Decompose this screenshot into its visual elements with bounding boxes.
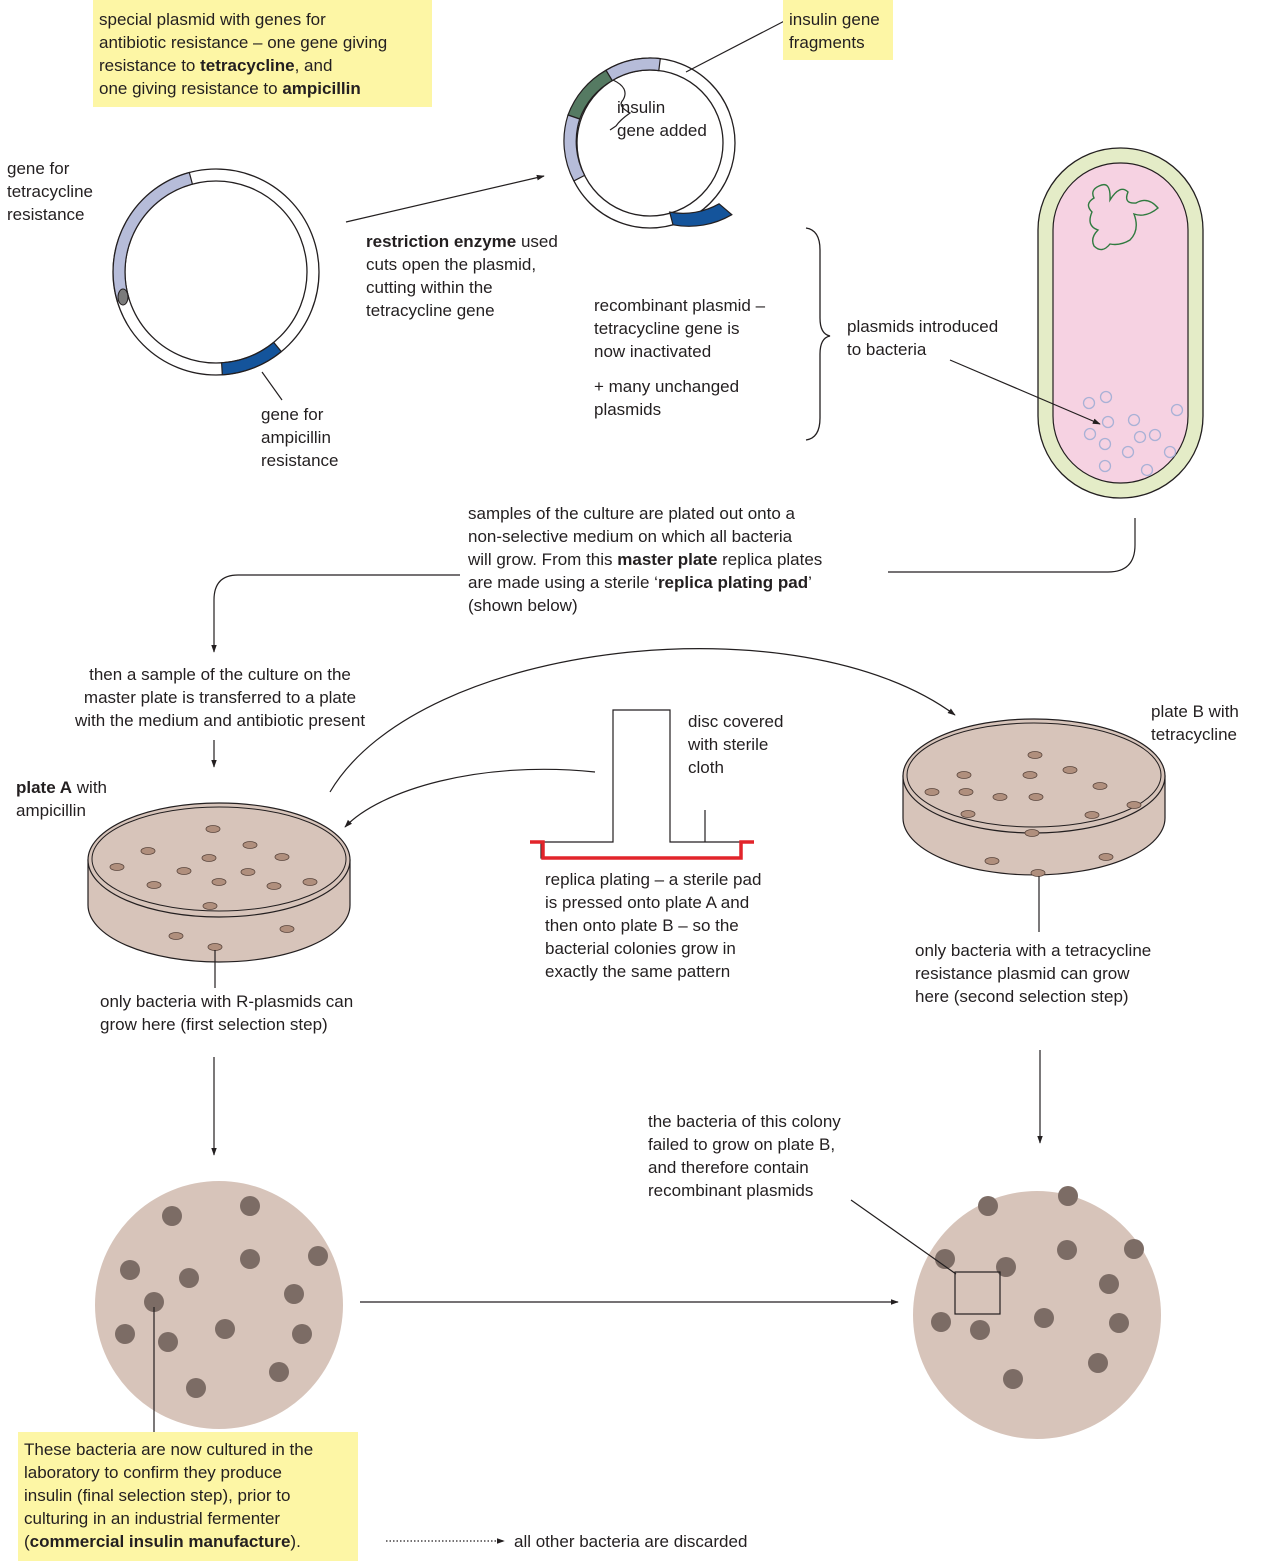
label-cultured: These bacteria are now cultured in the l… [18,1432,358,1561]
label-recombinant: recombinant plasmid – tetracycline gene … [594,294,765,421]
label-discarded: all other bacteria are discarded [514,1530,747,1553]
label-restriction-enzyme: restriction enzyme used cuts open the pl… [366,230,558,322]
label-insulin-fragments: insulin gene fragments [783,0,893,60]
label-introduced: plasmids introduced to bacteria [847,315,998,361]
label-failed: the bacteria of this colony failed to gr… [648,1110,841,1202]
label-plate-b: plate B with tetracycline [1151,700,1239,746]
label-samples: samples of the culture are plated out on… [468,502,822,617]
label-transfer: then a sample of the culture on the mast… [40,663,400,732]
label-ampicillin-gene: gene for ampicillin resistance [261,403,338,472]
label-tet-plasmid: only bacteria with a tetracycline resist… [915,939,1151,1008]
label-disc: disc covered with sterile cloth [688,710,783,779]
label-plate-a: plate A with ampicillin [16,776,107,822]
label-replica: replica plating – a sterile pad is press… [545,868,761,983]
label-insulin-added: insulin gene added [617,96,707,142]
label-r-plasmids: only bacteria with R-plasmids can grow h… [100,990,353,1036]
